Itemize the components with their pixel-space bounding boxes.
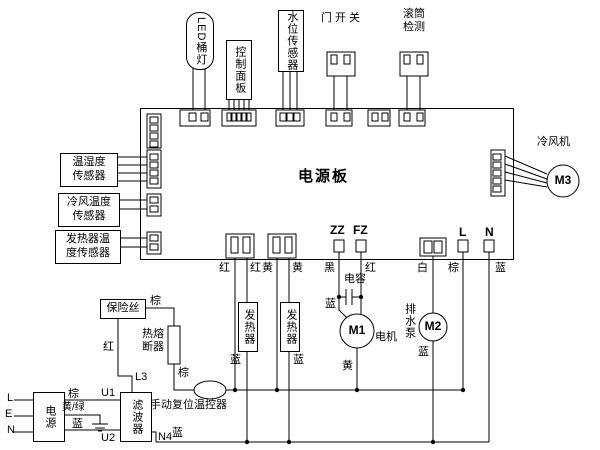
terminal-l3-label: L3 <box>135 371 148 383</box>
cool-air-temp-sensor: 冷风温度 传感器 <box>58 193 120 227</box>
thermal-fuse-label: 热熔 断器 <box>142 328 164 353</box>
wire-label-blue: 蓝 <box>418 346 429 358</box>
wire-label-blue: 蓝 <box>172 427 183 439</box>
wire-label-yellow-green: 黄/绿 <box>62 402 85 413</box>
wire-label-brown: 棕 <box>448 262 459 274</box>
wire-label-brown: 棕 <box>150 295 161 307</box>
wire-l3 <box>117 317 133 392</box>
wire-door-switch <box>333 76 348 110</box>
terminal-n-in-label: N <box>7 424 15 436</box>
wire-label-yellow: 黄 <box>342 360 353 372</box>
wire-label-yellow: 黄 <box>262 262 273 274</box>
wire-label-blue: 蓝 <box>230 354 241 366</box>
pump-m2-circle <box>418 312 448 342</box>
power-board-title: 电源板 <box>298 168 350 185</box>
fuse: 保险丝 <box>100 299 146 319</box>
wire-label-blue: 蓝 <box>325 298 336 310</box>
wire-label-black: 黑 <box>324 262 335 274</box>
heater-temp-sensor: 发热器温 度传感器 <box>55 230 121 264</box>
thermal-fuse-body <box>167 325 181 365</box>
motor-label: 电机 <box>375 331 397 343</box>
wire-label-red: 红 <box>365 262 376 274</box>
drain-pump-label: 排水泵 <box>403 303 416 339</box>
manual-thermostat-label: 手动复位温控器 <box>150 399 227 411</box>
wire-label-blue: 蓝 <box>495 262 506 274</box>
wire-motor-capacitor <box>338 252 362 390</box>
terminal-l-in-label: L <box>7 392 14 404</box>
terminal-u2-label: U2 <box>101 432 116 444</box>
wire-heaters <box>234 258 290 442</box>
junction-dots <box>232 294 466 445</box>
wire-cool-fan <box>504 155 548 188</box>
motor-m1-label: M1 <box>348 323 366 337</box>
motor-m3-label: M3 <box>554 173 572 187</box>
wire-label-blue: 蓝 <box>72 418 83 430</box>
wire-fuse-thermal <box>144 307 194 391</box>
water-level-sensor: 水位传感器 <box>278 10 304 72</box>
led-drum-lamp: LED桶灯 <box>186 12 214 70</box>
wire-label-red: 红 <box>103 341 114 353</box>
wires <box>14 68 548 443</box>
terminal-n <box>483 239 495 253</box>
cool-fan-label: 冷风机 <box>537 136 570 148</box>
terminal-n-label: N <box>485 225 494 239</box>
wire-heater-temp <box>119 237 150 248</box>
wire-pump-ln <box>432 252 490 442</box>
pump-m2-label: M2 <box>424 319 442 333</box>
door-switch-label: 门开关 <box>321 12 363 24</box>
terminal-fz <box>355 239 367 253</box>
wire-led <box>192 68 206 110</box>
terminal-u1-label: U1 <box>101 387 116 399</box>
wire-label-brown: 棕 <box>178 367 189 379</box>
wire-water-sensor <box>282 70 298 110</box>
ground-icon <box>92 423 108 432</box>
power-source: 电源 <box>33 392 65 442</box>
emi-filter: 滤波器 <box>120 392 152 442</box>
manual-thermostat-body <box>193 380 227 400</box>
control-panel: 控制面板 <box>226 40 252 100</box>
wire-label-red: 红 <box>250 262 261 274</box>
capacitor-label: 电容 <box>344 273 366 285</box>
fan-m3-circle <box>546 164 580 198</box>
terminal-l <box>457 239 469 253</box>
wire-label-blue: 蓝 <box>293 354 304 366</box>
terminal-e-in-label: E <box>5 408 13 420</box>
drum-detect-label: 滚筒 检测 <box>403 8 425 33</box>
wire-cool-air-temp <box>118 199 150 210</box>
motor-m1-circle <box>339 313 375 349</box>
wire-label-yellow: 黄 <box>292 262 303 274</box>
connectors <box>146 51 580 400</box>
temp-humidity-sensor: 温湿度 传感器 <box>60 153 118 187</box>
power-board-outline <box>140 108 514 260</box>
terminal-zz-label: ZZ <box>330 223 345 237</box>
terminal-fz-label: FZ <box>353 223 368 237</box>
heater-1: 发热器 <box>238 302 258 352</box>
wire-temp-humidity <box>116 156 150 182</box>
wire-mains-in <box>14 399 33 433</box>
wire-label-red: 红 <box>219 262 230 274</box>
wire-control-panel <box>228 98 250 110</box>
terminal-l-label: L <box>459 225 467 239</box>
wire-power-filter <box>63 399 120 431</box>
heater-2: 发热器 <box>280 302 300 352</box>
terminal-n4-label: N4 <box>158 431 173 443</box>
wire-label-brown: 棕 <box>68 388 79 400</box>
wire-drum-detect <box>406 76 421 110</box>
wire-label-white: 白 <box>417 262 428 274</box>
terminal-zz <box>333 239 345 253</box>
